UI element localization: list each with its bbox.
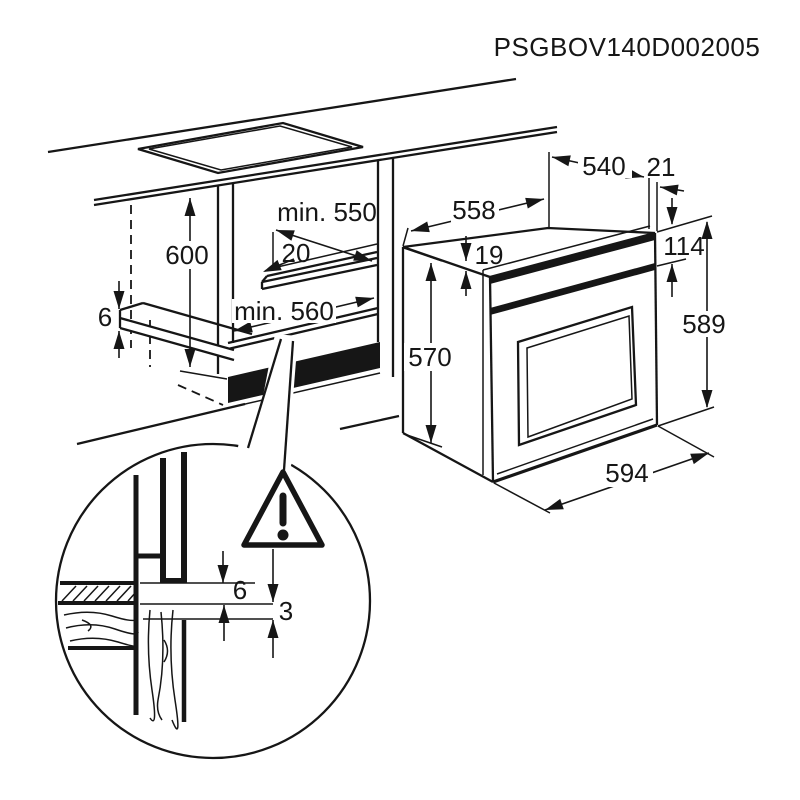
installation-detail-callout: 6 3 [54, 334, 372, 760]
worktop-section [58, 581, 137, 605]
oven-dimensions: 558 540 21 19 114 589 [402, 151, 728, 514]
dim-top-gap-label: 19 [475, 240, 504, 270]
worktop-front-edge-top [93, 125, 558, 202]
cabinet-dimensions: 600 min. 550 20 min. 560 6 [98, 197, 377, 367]
base-edge [227, 372, 381, 409]
worktop-back-edge [47, 77, 517, 154]
oven-dimension-view [401, 225, 659, 484]
dim-front-height-label: 589 [682, 309, 725, 339]
side-bottom-edge [179, 370, 228, 380]
dim-gap6-label: 6 [233, 575, 247, 605]
rear-rail-front-top [261, 256, 378, 284]
front-rail-bottom [119, 326, 235, 362]
dim-rail-trim-label: 6 [98, 302, 112, 332]
control-panel-bottom-band [490, 263, 655, 315]
front-rail-top-front [119, 316, 235, 352]
front-rail-top-back [142, 301, 253, 336]
dim-control-panel-label: 114 [663, 231, 704, 261]
shelf-front-edge-bottom [227, 312, 379, 351]
door-bottom-inner-line [496, 418, 654, 475]
detail-dimensions: 6 3 [140, 549, 293, 658]
dim-depth-label: 540 [582, 151, 625, 181]
dim-top-width-label: 558 [452, 195, 495, 225]
cabinet-wood-section-right [147, 609, 187, 730]
dim-niche-width-label: min. 560 [234, 296, 334, 326]
rear-rail-corner [261, 275, 268, 283]
dim-overhang-label: 21 [647, 152, 676, 182]
dim-rail-width-label: 20 [282, 238, 311, 268]
worktop-front-edge-bottom [93, 130, 558, 207]
leader-line-right [282, 340, 295, 471]
leader-line-left [246, 338, 283, 449]
front-rail-fill [120, 318, 234, 360]
floor-line-left [76, 402, 246, 446]
oven-panel-right-edge [653, 232, 659, 426]
drawing-code-title: PSGBOV140D002005 [494, 32, 761, 62]
hidden-edge [177, 384, 224, 406]
cabinet-wood-section-left [63, 611, 139, 650]
oven-bottom-left-edge [402, 431, 494, 484]
dim-niche-depth-label: min. 550 [277, 197, 377, 227]
shelf-front-edge-top [227, 306, 379, 345]
door-window-outer [516, 305, 638, 447]
front-rail-top-left [119, 301, 144, 312]
floor-line-right [339, 414, 400, 431]
control-panel-top-band [490, 233, 655, 284]
door-window-inner [526, 314, 633, 439]
door-bottom-edge [492, 423, 658, 484]
plinth-panel [228, 342, 380, 403]
dim-gap3-label: 3 [279, 596, 293, 626]
dim-body-height-label: 570 [408, 342, 451, 372]
oven-body-top-front-edge [482, 225, 651, 271]
hob-cutout-outer [137, 121, 364, 175]
hob-cutout-inner [148, 125, 353, 171]
niche-back-bottom-edge [272, 243, 378, 269]
dim-cabinet-height-label: 600 [165, 240, 208, 270]
dim-front-width-label: 594 [605, 458, 648, 488]
warning-triangle-icon [241, 469, 325, 548]
detail-circle [54, 442, 372, 760]
oven-door-section [160, 452, 187, 583]
rear-rail-front-bottom [261, 263, 378, 291]
